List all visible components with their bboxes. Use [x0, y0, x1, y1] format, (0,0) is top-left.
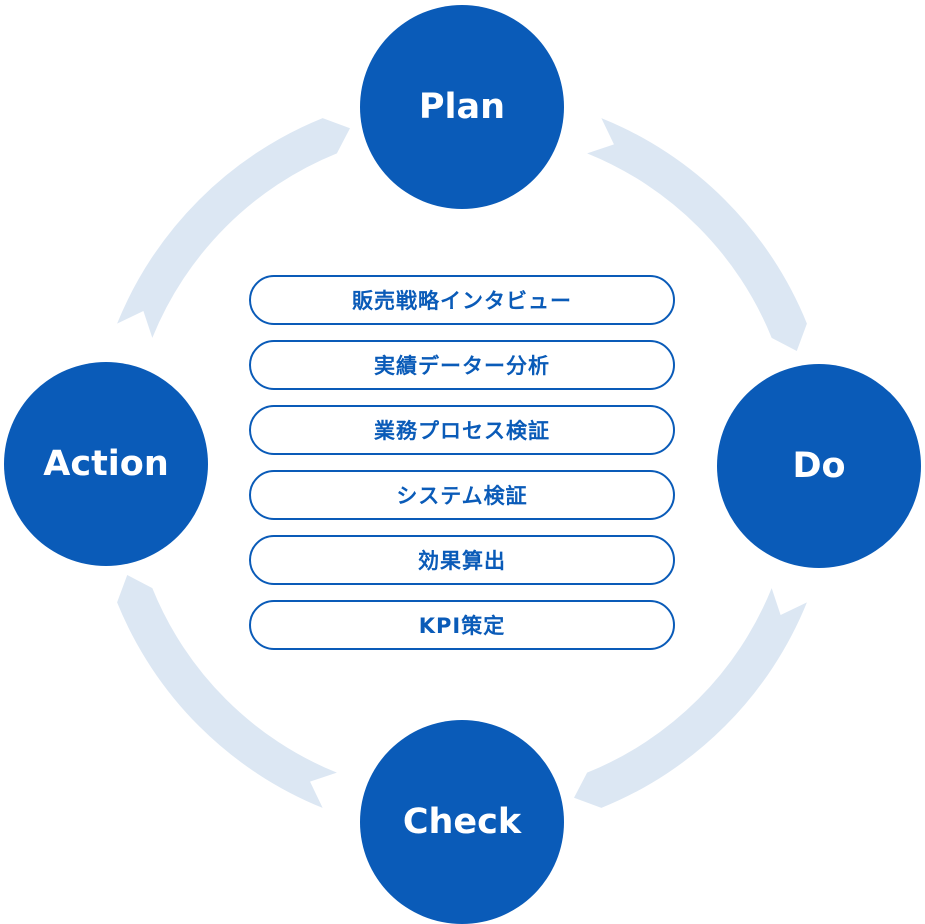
activity-label: 販売戦略インタビュー	[352, 289, 572, 313]
plan-label: Plan	[418, 87, 506, 127]
activity-list: 販売戦略インタビュー 実績データー分析 業務プロセス検証 システム検証 効果算出…	[249, 275, 675, 665]
arrow-plan-to-do	[587, 118, 807, 351]
do-label: Do	[792, 446, 846, 486]
activity-pill: 効果算出	[249, 535, 675, 585]
check-node: Check	[360, 720, 564, 924]
activity-label: 効果算出	[418, 549, 506, 573]
plan-node: Plan	[360, 5, 564, 209]
check-label: Check	[402, 802, 522, 842]
activity-label: システム検証	[396, 484, 528, 508]
activity-label: KPI策定	[418, 614, 506, 638]
activity-pill: 販売戦略インタビュー	[249, 275, 675, 325]
action-label: Action	[43, 444, 169, 484]
arrow-check-to-action	[117, 575, 337, 808]
activity-label: 実績データー分析	[374, 354, 550, 378]
activity-pill: 業務プロセス検証	[249, 405, 675, 455]
do-node: Do	[717, 364, 921, 568]
activity-pill: KPI策定	[249, 600, 675, 650]
action-node: Action	[4, 362, 208, 566]
activity-label: 業務プロセス検証	[374, 419, 550, 443]
activity-pill: システム検証	[249, 470, 675, 520]
arrow-do-to-check	[574, 588, 807, 808]
arrow-action-to-plan	[117, 118, 350, 338]
activity-pill: 実績データー分析	[249, 340, 675, 390]
